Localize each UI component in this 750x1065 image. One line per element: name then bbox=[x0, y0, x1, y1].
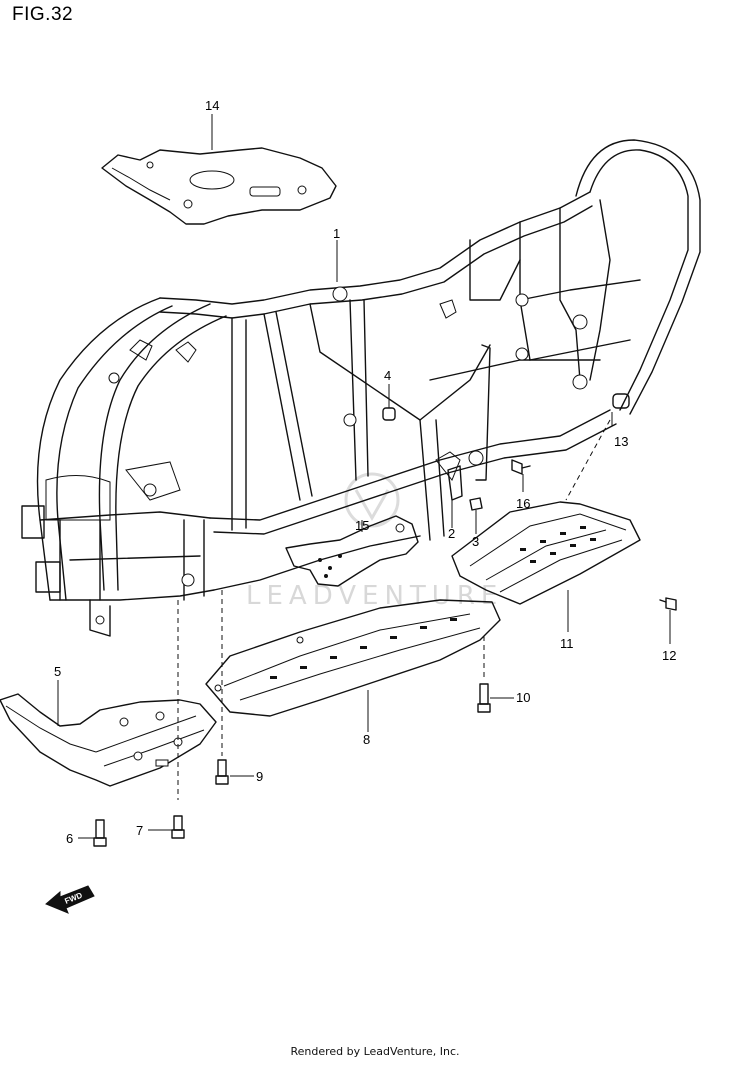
watermark: LEADVENTURE bbox=[246, 472, 503, 611]
callout-labels: 14 1 4 13 16 2 3 15 11 12 10 8 5 9 6 7 bbox=[54, 98, 676, 846]
callout-6: 6 bbox=[66, 831, 73, 846]
callout-4: 4 bbox=[384, 368, 391, 383]
callout-15: 15 bbox=[355, 518, 369, 533]
callout-9: 9 bbox=[256, 769, 263, 784]
part-13-bushing bbox=[612, 393, 630, 409]
part-9-bolt bbox=[215, 759, 229, 785]
callout-12: 12 bbox=[662, 648, 676, 663]
callout-1: 1 bbox=[333, 226, 340, 241]
callout-3: 3 bbox=[472, 534, 479, 549]
callout-2: 2 bbox=[448, 526, 455, 541]
leader-lines bbox=[57, 114, 671, 839]
part-6-bolt bbox=[93, 819, 107, 847]
part-11-footrest bbox=[451, 501, 641, 605]
callout-5: 5 bbox=[54, 664, 61, 679]
callout-10: 10 bbox=[516, 690, 530, 705]
figure-title: FIG.32 bbox=[12, 4, 74, 25]
part-12-bolt bbox=[659, 597, 677, 611]
callout-7: 7 bbox=[136, 823, 143, 838]
part-8-footrest bbox=[205, 599, 501, 717]
part-15-guard bbox=[285, 515, 419, 587]
callout-11: 11 bbox=[560, 636, 574, 651]
callout-16: 16 bbox=[516, 496, 530, 511]
part-7-bolt bbox=[171, 815, 185, 839]
fwd-arrow-icon: FWD bbox=[45, 885, 95, 914]
callout-8: 8 bbox=[363, 732, 370, 747]
part-1-frame bbox=[21, 139, 701, 637]
watermark-text: LEADVENTURE bbox=[246, 581, 503, 611]
part-2-bracket bbox=[447, 465, 463, 501]
callout-13: 13 bbox=[614, 434, 628, 449]
part-3-bolt bbox=[469, 497, 483, 511]
footer-credit: Rendered by LeadVenture, Inc. bbox=[290, 1045, 460, 1058]
callout-14: 14 bbox=[205, 98, 219, 113]
part-14-plate bbox=[101, 147, 337, 225]
part-4-collar bbox=[382, 407, 396, 421]
part-10-bolt bbox=[477, 683, 491, 713]
part-16-bolt bbox=[511, 459, 531, 475]
part-5-skid bbox=[0, 693, 217, 787]
